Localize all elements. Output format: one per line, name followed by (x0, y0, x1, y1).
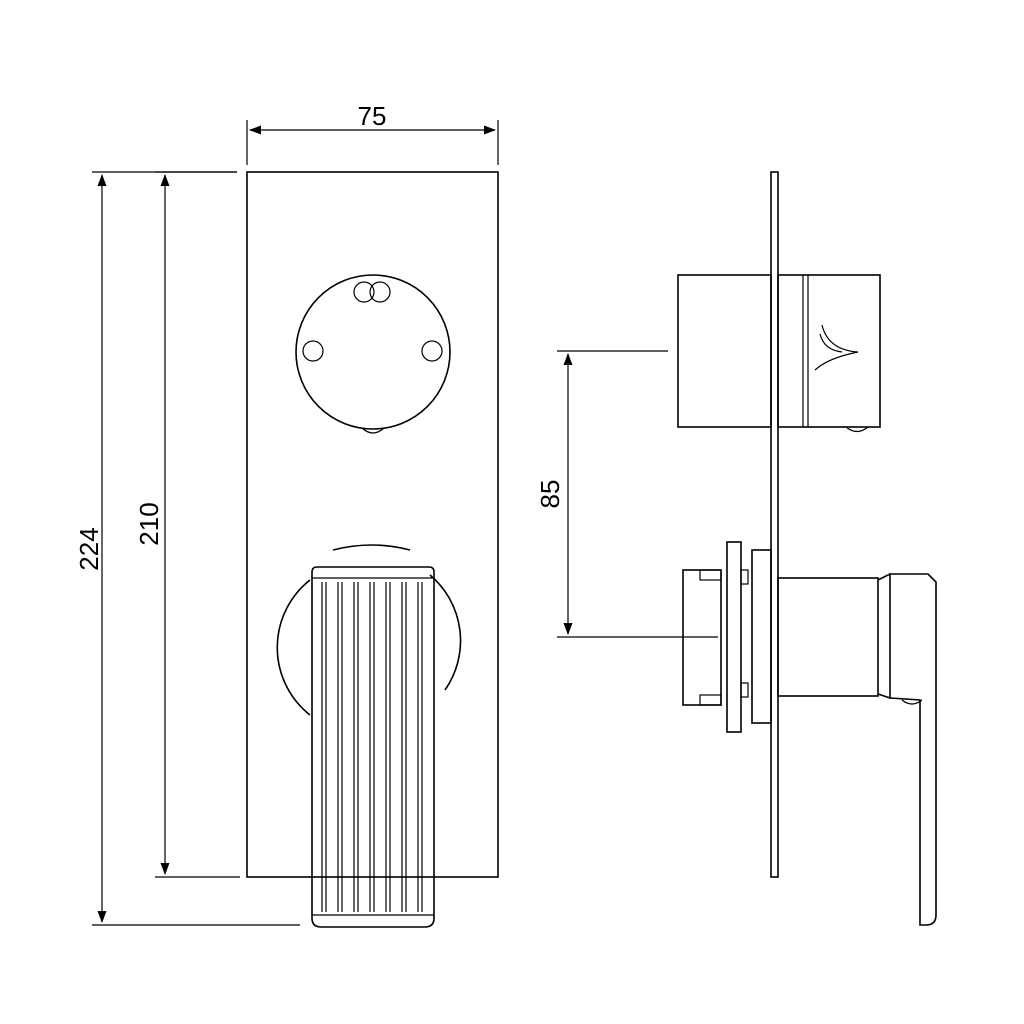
dimension-spacing: 85 (535, 350, 718, 638)
side-view: 85 (535, 171, 937, 926)
dimension-spacing-label: 85 (535, 480, 565, 509)
mixer-lever-side (682, 541, 937, 926)
cover-plate (246, 171, 499, 878)
dimension-total-height: 224 (74, 171, 300, 926)
dimension-total-height-label: 224 (74, 527, 104, 570)
dimension-width: 75 (246, 101, 499, 165)
diverter-knob-side (677, 274, 881, 433)
side-plate (770, 171, 779, 878)
dimension-plate-height: 210 (134, 171, 240, 878)
dimension-width-label: 75 (358, 101, 387, 131)
dimension-plate-height-label: 210 (134, 502, 164, 545)
fluted-lever-handle (311, 566, 435, 928)
handle-rosette (276, 544, 462, 716)
diverter-knob (295, 274, 451, 434)
front-view: 75 210 224 (74, 101, 499, 928)
